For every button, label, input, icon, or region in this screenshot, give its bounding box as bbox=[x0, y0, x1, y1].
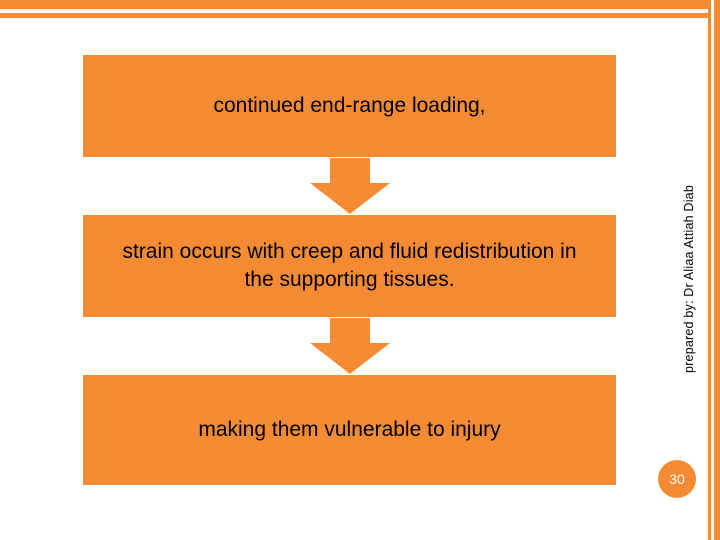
top-accent-bar bbox=[0, 0, 720, 9]
top-accent-bar-secondary bbox=[0, 13, 720, 18]
down-arrow-head bbox=[309, 183, 390, 214]
flow-box-3-label: making them vulnerable to injury bbox=[198, 418, 501, 442]
right-accent-rule-gap bbox=[711, 0, 714, 540]
author-credit: prepared by: Dr Aliaa Attiah Diab bbox=[682, 185, 696, 373]
flow-box-1: continued end-range loading, bbox=[83, 55, 616, 157]
flow-box-1-label: continued end-range loading, bbox=[213, 94, 486, 118]
right-accent-rule-secondary bbox=[708, 0, 711, 540]
down-arrow-icon bbox=[309, 318, 390, 374]
flow-diagram: continued end-range loading, strain occu… bbox=[83, 55, 616, 485]
flow-box-3: making them vulnerable to injury bbox=[83, 375, 616, 485]
page-number-badge: 30 bbox=[658, 460, 696, 498]
right-accent-rule bbox=[714, 0, 720, 540]
down-arrow-icon bbox=[309, 158, 390, 214]
flow-connector-2 bbox=[83, 317, 616, 375]
flow-box-2-label: strain occurs with creep and fluid redis… bbox=[122, 240, 577, 291]
down-arrow-head bbox=[309, 343, 390, 374]
flow-box-2: strain occurs with creep and fluid redis… bbox=[83, 215, 616, 317]
flow-connector-1 bbox=[83, 157, 616, 215]
down-arrow-stem bbox=[329, 158, 370, 184]
top-accent-bar-gap bbox=[0, 9, 720, 13]
down-arrow-stem bbox=[329, 318, 370, 344]
